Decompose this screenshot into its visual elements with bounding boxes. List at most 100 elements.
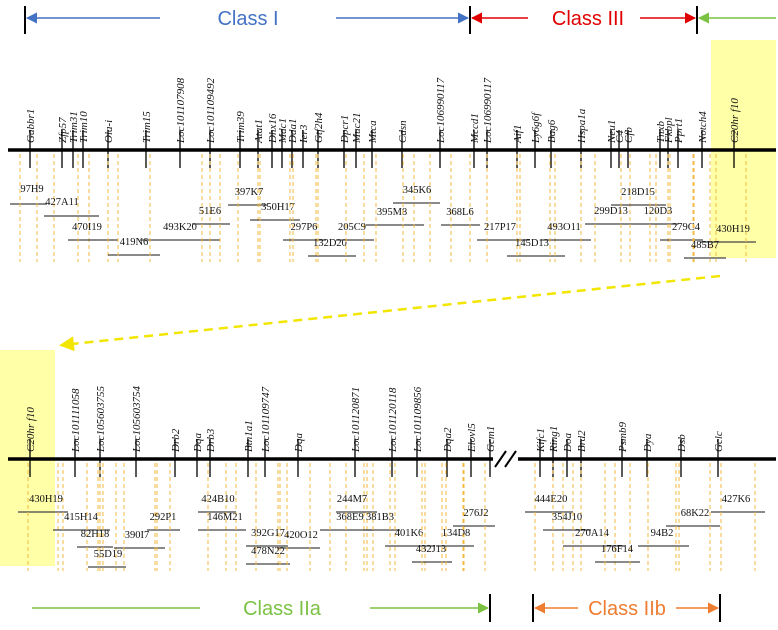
gene-label: Neu1 (606, 120, 618, 144)
clone-label: 420O12 (284, 530, 318, 541)
clone-label: 354J10 (552, 512, 582, 523)
clone-label: 51E6 (199, 206, 221, 217)
clone-label: 432J13 (416, 544, 446, 555)
clone-label: 390I7 (125, 530, 150, 541)
gene-label: Ier3 (298, 124, 310, 144)
gene-label: Loc101120118 (387, 387, 399, 453)
clone-label: 82H18 (81, 529, 110, 540)
clone-label: 427A11 (45, 197, 78, 208)
gene-label: Dhx16 (267, 113, 279, 144)
clone-label: 345K6 (403, 185, 432, 196)
clone-label: 205C9 (338, 222, 366, 233)
chromosome-break-mark (494, 450, 517, 468)
clone-label: 244M7 (337, 494, 367, 505)
gene-label: Ly6g6f (530, 111, 542, 144)
gene-label: Drb2 (170, 428, 182, 453)
gene-label: Gtf2h4 (313, 112, 325, 143)
gene-label: Dya (642, 433, 654, 453)
gene-label: Dqa2 (442, 427, 454, 453)
clone-label: 146M21 (207, 512, 243, 523)
clone-label: 97H9 (20, 184, 43, 195)
clone-label: 145D13 (515, 238, 549, 249)
continuation-arrow (59, 274, 721, 352)
gene-label: Loc101111058 (70, 388, 82, 453)
gene-label: C20hr f10 (729, 98, 741, 143)
gene-label: Trim15 (141, 111, 153, 143)
clone-label: 120D3 (644, 206, 673, 217)
gene-label: Atat1 (253, 119, 265, 144)
gene-label: Dda1 (287, 119, 299, 144)
gene-label: Dqa (192, 433, 204, 453)
gene-label: Doa (562, 433, 574, 453)
clone-label: 419N6 (120, 237, 149, 248)
gene-label: Pprt1 (673, 118, 685, 144)
clone-label: 299D13 (594, 206, 628, 217)
clone-label: 218D15 (621, 187, 655, 198)
gene-label: Trim10 (78, 111, 90, 143)
class-headers: Class I Class III Class IIa Class IIb (24, 6, 776, 622)
clone-label: 485B7 (691, 240, 719, 251)
clone-label: 392G17 (251, 528, 285, 539)
gene-label: Cdsn (397, 120, 409, 143)
gene-label: Loc101109856 (412, 386, 424, 453)
clone-label: 297P6 (291, 222, 318, 233)
clone-label: 493K20 (163, 222, 197, 233)
gene-label: Psmb9 (617, 422, 629, 453)
clone-label: 368L6 (446, 207, 473, 218)
gene-label: Loc106990117 (482, 77, 494, 144)
clone-label: 415H14 (64, 512, 99, 523)
clone-label: 134D8 (442, 528, 471, 539)
clone-label: 427K6 (722, 494, 751, 505)
clone-label: 424B10 (201, 494, 234, 505)
gene-label: Bag6 (546, 119, 558, 143)
gene-label: Kifc1 (535, 428, 547, 453)
gene-label: Trim39 (235, 111, 247, 143)
gene-label: Mdc1 (277, 118, 289, 144)
clone-label: 350H17 (261, 202, 295, 213)
gene-label: Loc105603754 (131, 386, 143, 454)
class2b-label: Class IIb (588, 598, 666, 620)
clone-label: 444E20 (535, 494, 568, 505)
clone-label: 94B2 (651, 528, 674, 539)
clone-label: 470I19 (72, 222, 102, 233)
gene-label: Cfb (623, 127, 635, 143)
gene-label: Ring1 (548, 426, 560, 453)
gene-label: Mtca (367, 120, 379, 144)
clone-label: 276J2 (463, 508, 488, 519)
clone-label: 270A14 (575, 528, 610, 539)
clone-label: 401K6 (395, 528, 424, 539)
gene-label: Zfp57 (57, 117, 69, 143)
gene-label: Gclc (713, 431, 725, 452)
gene-label: Loc106990117 (435, 77, 447, 144)
row2-clone-labels: 430H19415H1482H1855D19390I7292P1424B1014… (18, 463, 765, 571)
gene-label: Dsb (676, 434, 688, 453)
gene-label: Muc21 (351, 112, 363, 144)
class1-label: Class I (217, 8, 278, 30)
gene-label: C4 (614, 130, 626, 143)
clone-label: 478N22 (251, 546, 285, 557)
clone-label: 68K22 (681, 508, 710, 519)
gene-label: Fkbpl (663, 117, 675, 144)
gene-label: Notch4 (697, 111, 709, 144)
gene-label: Drb3 (205, 428, 217, 453)
gene-label: Loc101120871 (350, 387, 362, 453)
clone-label: 217P17 (484, 222, 516, 233)
gene-label: Hspa1a (576, 108, 588, 144)
gene-label: Dpcr1 (339, 115, 351, 144)
gene-label: Mccd1 (469, 113, 481, 144)
gene-label: Dqa (293, 433, 305, 453)
clone-label: 395M8 (377, 207, 407, 218)
gene-label: Gcm1 (485, 426, 497, 452)
gene-label: Trim31 (68, 111, 80, 143)
gene-label: Loc101109747 (260, 386, 272, 453)
clone-label: 292P1 (150, 512, 177, 523)
gene-label: Elovl5 (466, 423, 478, 453)
class3-label: Class III (552, 8, 624, 30)
clone-label: 368E9 (336, 512, 363, 523)
gene-label: Tnxb (655, 121, 667, 144)
gene-label: Loc101107908 (175, 77, 187, 144)
clone-label: 493O11 (547, 222, 580, 233)
gene-label: Brd2 (576, 430, 588, 452)
